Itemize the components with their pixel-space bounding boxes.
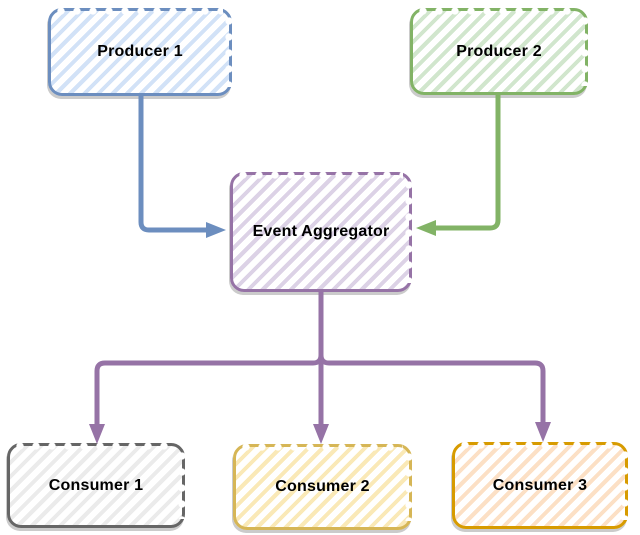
node-producer-1: Producer 1 [48, 7, 233, 96]
node-label-event-aggregator: Event Aggregator [252, 223, 390, 240]
node-label-consumer-1: Consumer 1 [48, 476, 144, 494]
arrowhead-aggregator-consumer2 [313, 424, 329, 444]
arrowhead-aggregator-consumer3 [535, 422, 551, 442]
node-label-consumer-2: Consumer 2 [275, 478, 370, 495]
edge-producer1-aggregator [138, 95, 206, 233]
node-event-aggregator: Event Aggregator [230, 171, 413, 292]
arrowhead-aggregator-consumer1 [89, 424, 105, 444]
arrowhead-producer1-aggregator [206, 222, 226, 238]
node-consumer-1: Consumer 1 [7, 442, 186, 528]
edge-aggregator-consumer3 [318, 291, 546, 422]
edge-producer2-aggregator [436, 95, 501, 231]
node-label-producer-1: Producer 1 [97, 43, 183, 60]
node-producer-2: Producer 2 [410, 7, 589, 95]
node-consumer-2: Consumer 2 [233, 443, 413, 530]
node-label-consumer-3: Consumer 3 [492, 476, 588, 494]
node-consumer-3: Consumer 3 [452, 441, 629, 529]
node-label-producer-2: Producer 2 [456, 42, 542, 60]
arrowhead-producer2-aggregator [416, 220, 436, 236]
edge-aggregator-consumer1 [94, 291, 324, 424]
